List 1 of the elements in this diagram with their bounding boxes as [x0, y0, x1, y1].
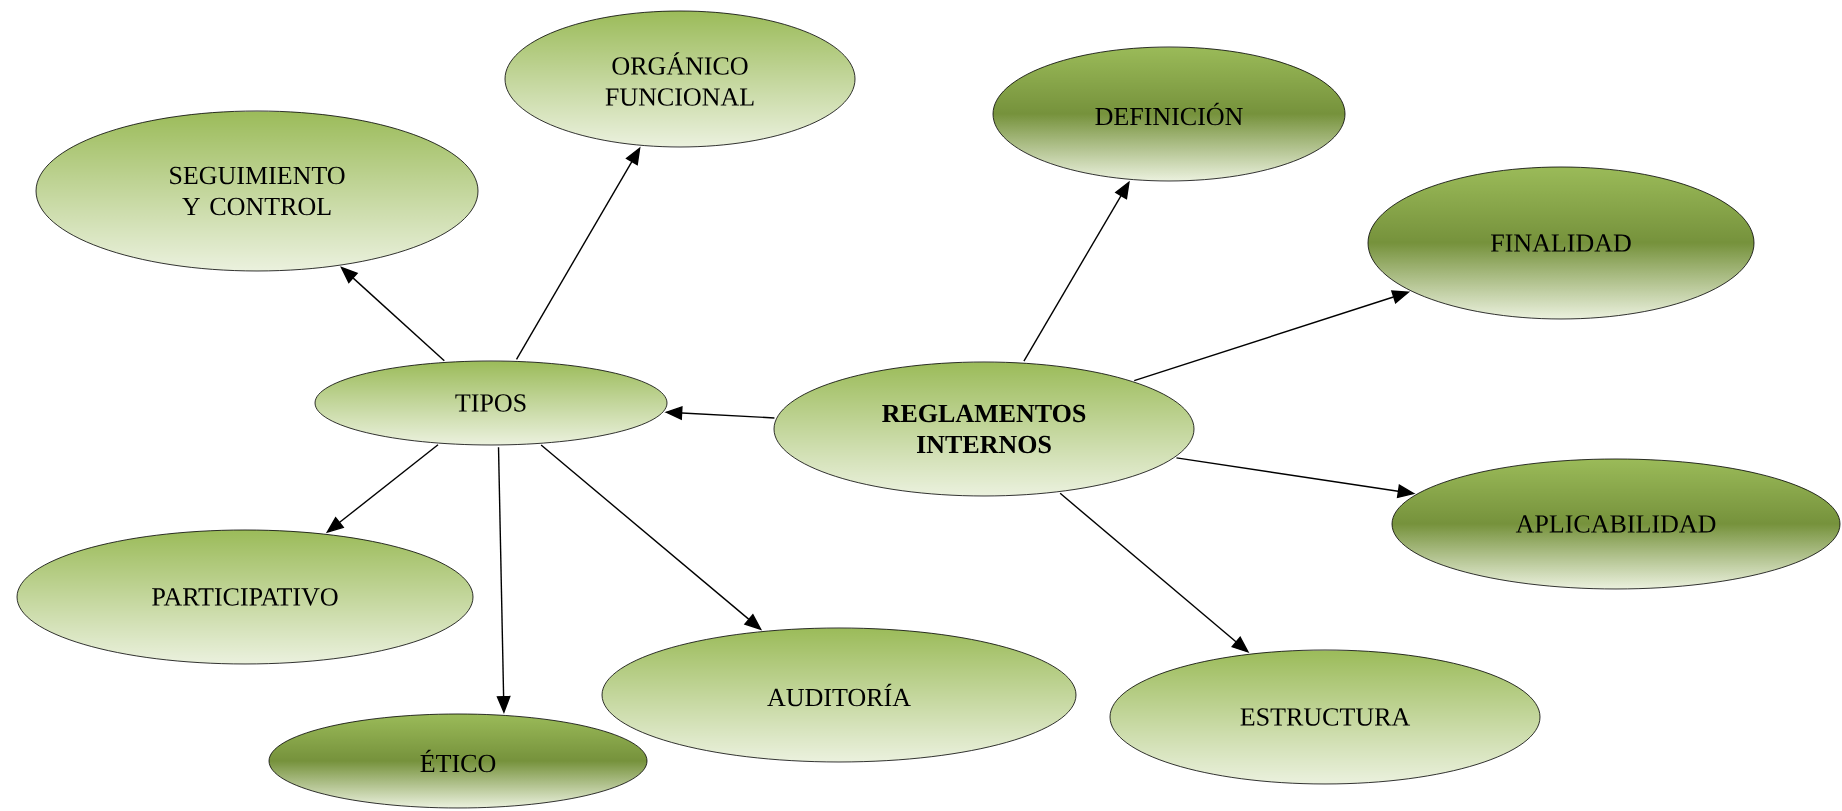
- arrow: [340, 266, 445, 362]
